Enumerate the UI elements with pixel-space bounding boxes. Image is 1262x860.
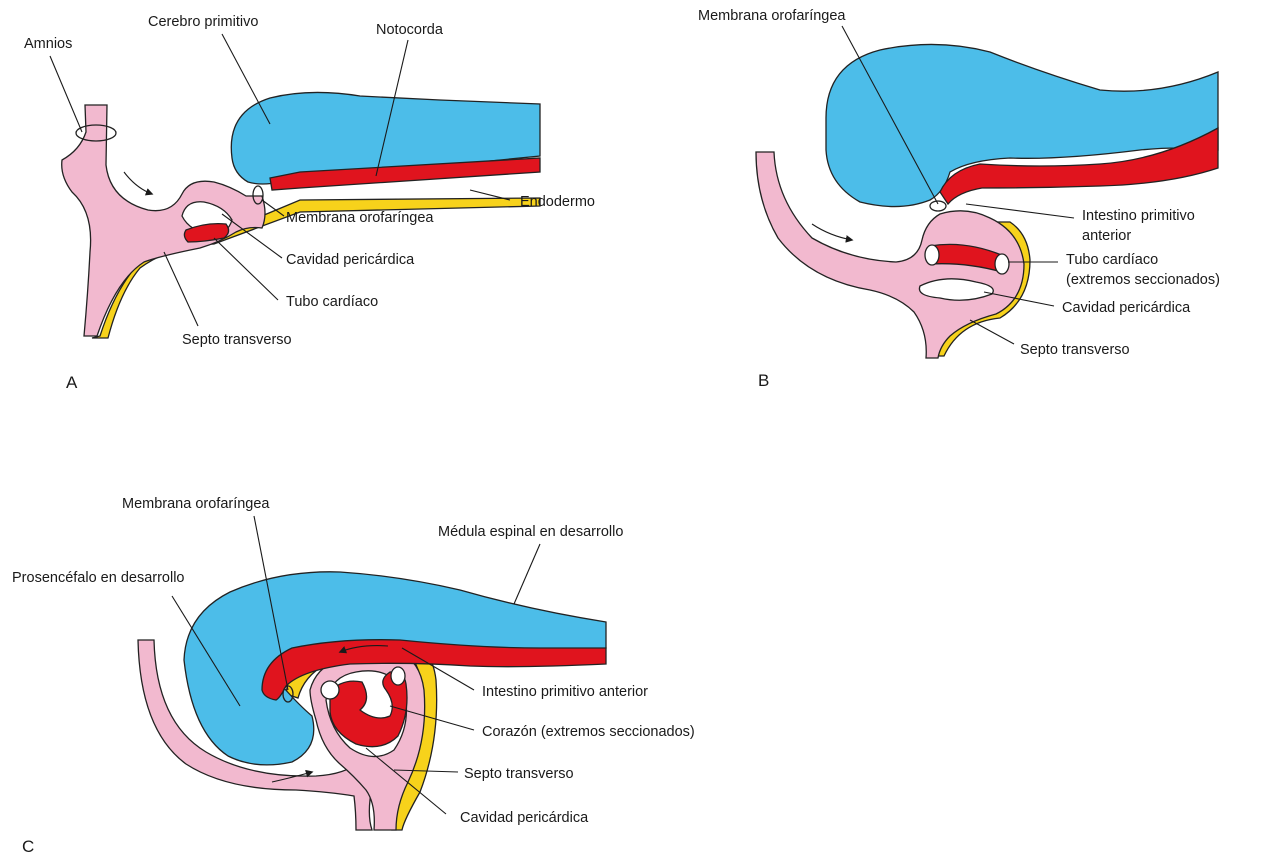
leader-tubo-a <box>214 238 278 300</box>
label-tubo-a: Tubo cardíaco <box>286 294 378 310</box>
panel-a: Amnios Cerebro primitivo Notocorda Endod… <box>24 14 595 392</box>
oropharyngeal-membrane-b <box>930 201 946 211</box>
leader-septo-a <box>164 252 198 326</box>
label-septo-c: Septo transverso <box>464 766 574 782</box>
leader-medula-c <box>514 544 540 604</box>
label-cavidad-a: Cavidad pericárdica <box>286 252 415 268</box>
label-cavidad-b: Cavidad pericárdica <box>1062 300 1191 316</box>
label-cavidad-c: Cavidad pericárdica <box>460 810 589 826</box>
folding-arrow-a <box>124 172 152 194</box>
panel-letter-c: C <box>22 837 34 856</box>
label-medula-c: Médula espinal en desarrollo <box>438 524 623 540</box>
leader-septo-b <box>970 320 1014 344</box>
label-amnios: Amnios <box>24 36 72 52</box>
folding-arrow-b <box>812 224 852 240</box>
heart-tube-b-cut-left <box>925 245 939 265</box>
label-intestino-b-line2: anterior <box>1082 228 1131 244</box>
panel-b: Membrana orofaríngea Intestino primitivo… <box>698 8 1220 390</box>
label-membrana-c: Membrana orofaríngea <box>122 496 270 512</box>
label-tubo-b-line1: Tubo cardíaco <box>1066 252 1158 268</box>
label-membrana-a: Membrana orofaríngea <box>286 210 434 226</box>
label-septo-a: Septo transverso <box>182 332 292 348</box>
label-intestino-b-line1: Intestino primitivo <box>1082 208 1195 224</box>
label-corazon-c: Corazón (extremos seccionados) <box>482 724 695 740</box>
heart-c-cut-right <box>391 667 405 685</box>
panel-letter-b: B <box>758 371 769 390</box>
heart-tube-b-cut-right <box>995 254 1009 274</box>
label-notocorda: Notocorda <box>376 22 444 38</box>
label-cerebro-primitivo: Cerebro primitivo <box>148 14 258 30</box>
label-septo-b: Septo transverso <box>1020 342 1130 358</box>
panel-letter-a: A <box>66 373 78 392</box>
label-membrana-b: Membrana orofaríngea <box>698 8 846 24</box>
heart-c-cut-left <box>321 681 339 699</box>
leader-amnios <box>50 56 82 132</box>
panel-c: Membrana orofaríngea Médula espinal en d… <box>12 496 695 856</box>
label-endodermo: Endodermo <box>520 194 595 210</box>
label-tubo-b-line2: (extremos seccionados) <box>1066 272 1220 288</box>
label-intestino-c: Intestino primitivo anterior <box>482 684 648 700</box>
label-prosencefalo-c: Prosencéfalo en desarrollo <box>12 570 185 586</box>
